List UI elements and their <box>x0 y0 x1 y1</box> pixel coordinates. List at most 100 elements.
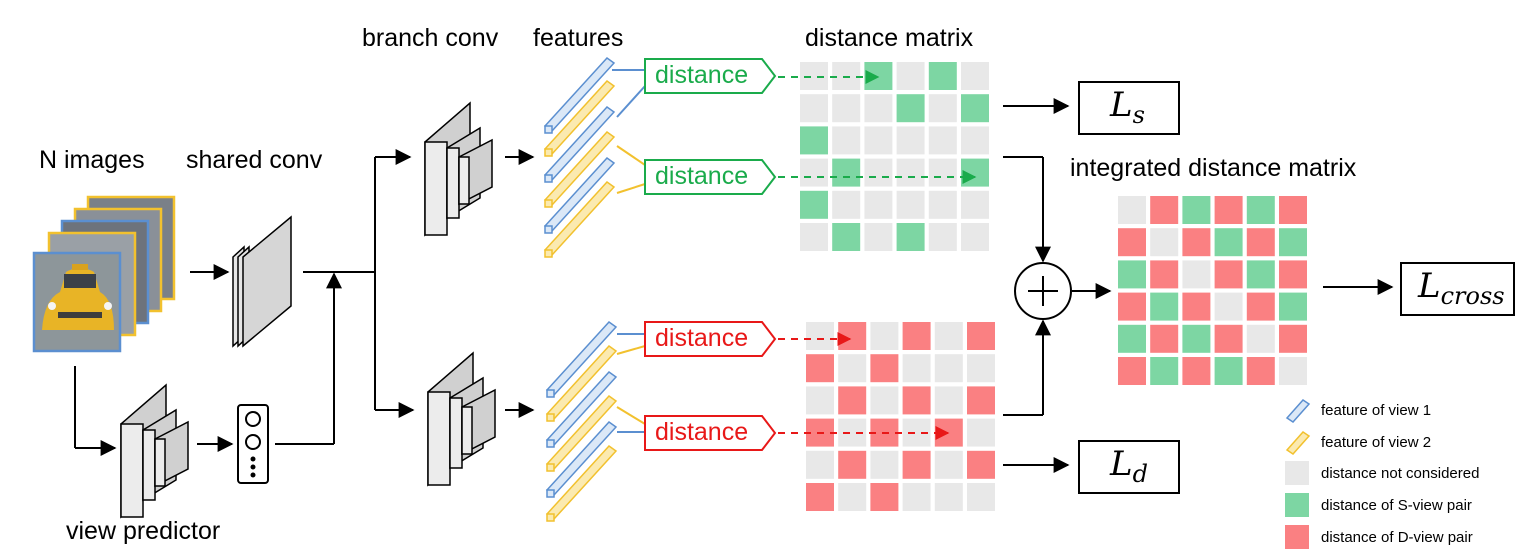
loss-ls-subscript: s <box>1132 101 1145 129</box>
matrix-cell <box>800 158 828 187</box>
matrix-cell <box>934 354 963 383</box>
matrix-cell <box>896 158 925 187</box>
matrix-cell <box>1118 357 1146 385</box>
feature-view-1-end <box>546 489 555 498</box>
features-top <box>543 57 616 258</box>
feature-view-2-end <box>544 199 553 208</box>
loss-lcross-label: Lcross <box>1418 266 1505 310</box>
matrix-cell <box>1214 292 1243 321</box>
matrix-cell <box>832 158 861 187</box>
matrix-cell <box>934 322 963 350</box>
feature-view-1-end <box>546 389 555 398</box>
loss-lcross-subscript: cross <box>1440 282 1505 310</box>
matrix-cell <box>902 483 931 511</box>
matrix-cell <box>1279 292 1307 321</box>
matrix-cell <box>838 354 867 383</box>
matrix-cell <box>838 450 867 479</box>
matrix-cell <box>1246 228 1275 257</box>
shared-conv-block <box>232 215 292 348</box>
matrix-cell <box>928 126 957 155</box>
feature-view-2-end <box>544 148 553 157</box>
feature-view-1-end <box>546 439 555 448</box>
integrated-distance-matrix-label: integrated distance matrix <box>1070 154 1357 182</box>
feature-view-1-end <box>544 225 553 234</box>
matrix-cell <box>896 190 925 219</box>
matrix-cell <box>1214 196 1243 224</box>
matrix-cell <box>864 62 893 90</box>
matrix-cell <box>961 190 989 219</box>
view-predictor-output <box>237 404 269 484</box>
loss-ld-subscript: d <box>1132 460 1148 488</box>
matrix-cell <box>832 190 861 219</box>
matrix-cell <box>1150 324 1179 353</box>
legend-feature-view-2-icon <box>1285 431 1311 455</box>
matrix-cell <box>806 322 834 350</box>
matrix-cell <box>832 223 861 251</box>
legend-feature-view-1: feature of view 1 <box>1321 402 1432 419</box>
taxi-image <box>42 264 114 330</box>
feature-view-2-end <box>546 413 555 422</box>
loss-ls-symbol: L <box>1110 85 1133 125</box>
matrix-cell <box>1182 228 1211 257</box>
matrix-cell <box>961 94 989 123</box>
matrix-cell <box>1150 196 1179 224</box>
matrix-cell <box>1182 260 1211 289</box>
matrix-cell <box>928 223 957 251</box>
features-label: features <box>533 24 624 52</box>
matrix-cell <box>800 190 828 219</box>
legend-swatches <box>1285 399 1311 549</box>
legend-not-considered-swatch <box>1285 461 1309 485</box>
legend-d-pair-swatch <box>1285 525 1309 549</box>
matrix-cell <box>1118 228 1146 257</box>
matrix-cell <box>838 322 867 350</box>
features-bottom <box>545 321 618 522</box>
distance-shapes <box>644 58 777 451</box>
matrix-cell <box>1150 292 1179 321</box>
sum-node <box>1014 262 1072 320</box>
legend-feature-view-2: feature of view 2 <box>1321 434 1432 451</box>
matrix-cell <box>934 450 963 479</box>
loss-lcross-symbol: L <box>1418 266 1441 306</box>
matrix-cell <box>902 386 931 415</box>
matrix-cell <box>1118 260 1146 289</box>
branch-conv-label: branch conv <box>362 24 499 52</box>
legend-s-pair-swatch <box>1285 493 1309 517</box>
matrix-cell <box>1214 324 1243 353</box>
matrix-cell <box>967 450 995 479</box>
legend-feature-view-1-icon <box>1285 399 1311 423</box>
matrix-cell <box>967 418 995 447</box>
matrix-cell <box>902 322 931 350</box>
matrix-cell <box>1279 228 1307 257</box>
matrix-cell <box>1182 292 1211 321</box>
matrix-cell <box>902 354 931 383</box>
matrix-cell <box>928 190 957 219</box>
matrix-cell <box>870 483 899 511</box>
matrix-cell <box>1150 357 1179 385</box>
matrix-cell <box>1214 260 1243 289</box>
matrix-cell <box>1246 292 1275 321</box>
matrix-cell <box>870 322 899 350</box>
matrix-cell <box>1246 357 1275 385</box>
feature-view-2-end <box>546 463 555 472</box>
matrix-cell <box>1182 324 1211 353</box>
d-distance-matrix <box>806 322 995 511</box>
legend-d-view-pair: distance of D-view pair <box>1321 529 1473 546</box>
matrix-cell <box>800 94 828 123</box>
distance-matrix-label: distance matrix <box>805 24 974 52</box>
matrix-cell <box>864 190 893 219</box>
matrix-cell <box>967 483 995 511</box>
matrix-cell <box>1279 196 1307 224</box>
matrix-cell <box>1182 196 1211 224</box>
matrix-cell <box>961 126 989 155</box>
matrix-cell <box>1246 260 1275 289</box>
matrix-cell <box>967 354 995 383</box>
matrix-cell <box>1150 228 1179 257</box>
matrix-cell <box>1214 228 1243 257</box>
matrix-cell <box>864 223 893 251</box>
matrix-cell <box>806 386 834 415</box>
loss-lcross-box: Lcross <box>1400 262 1515 316</box>
matrix-cell <box>1246 196 1275 224</box>
loss-ld-label: Ld <box>1110 444 1148 488</box>
matrix-cell <box>806 450 834 479</box>
